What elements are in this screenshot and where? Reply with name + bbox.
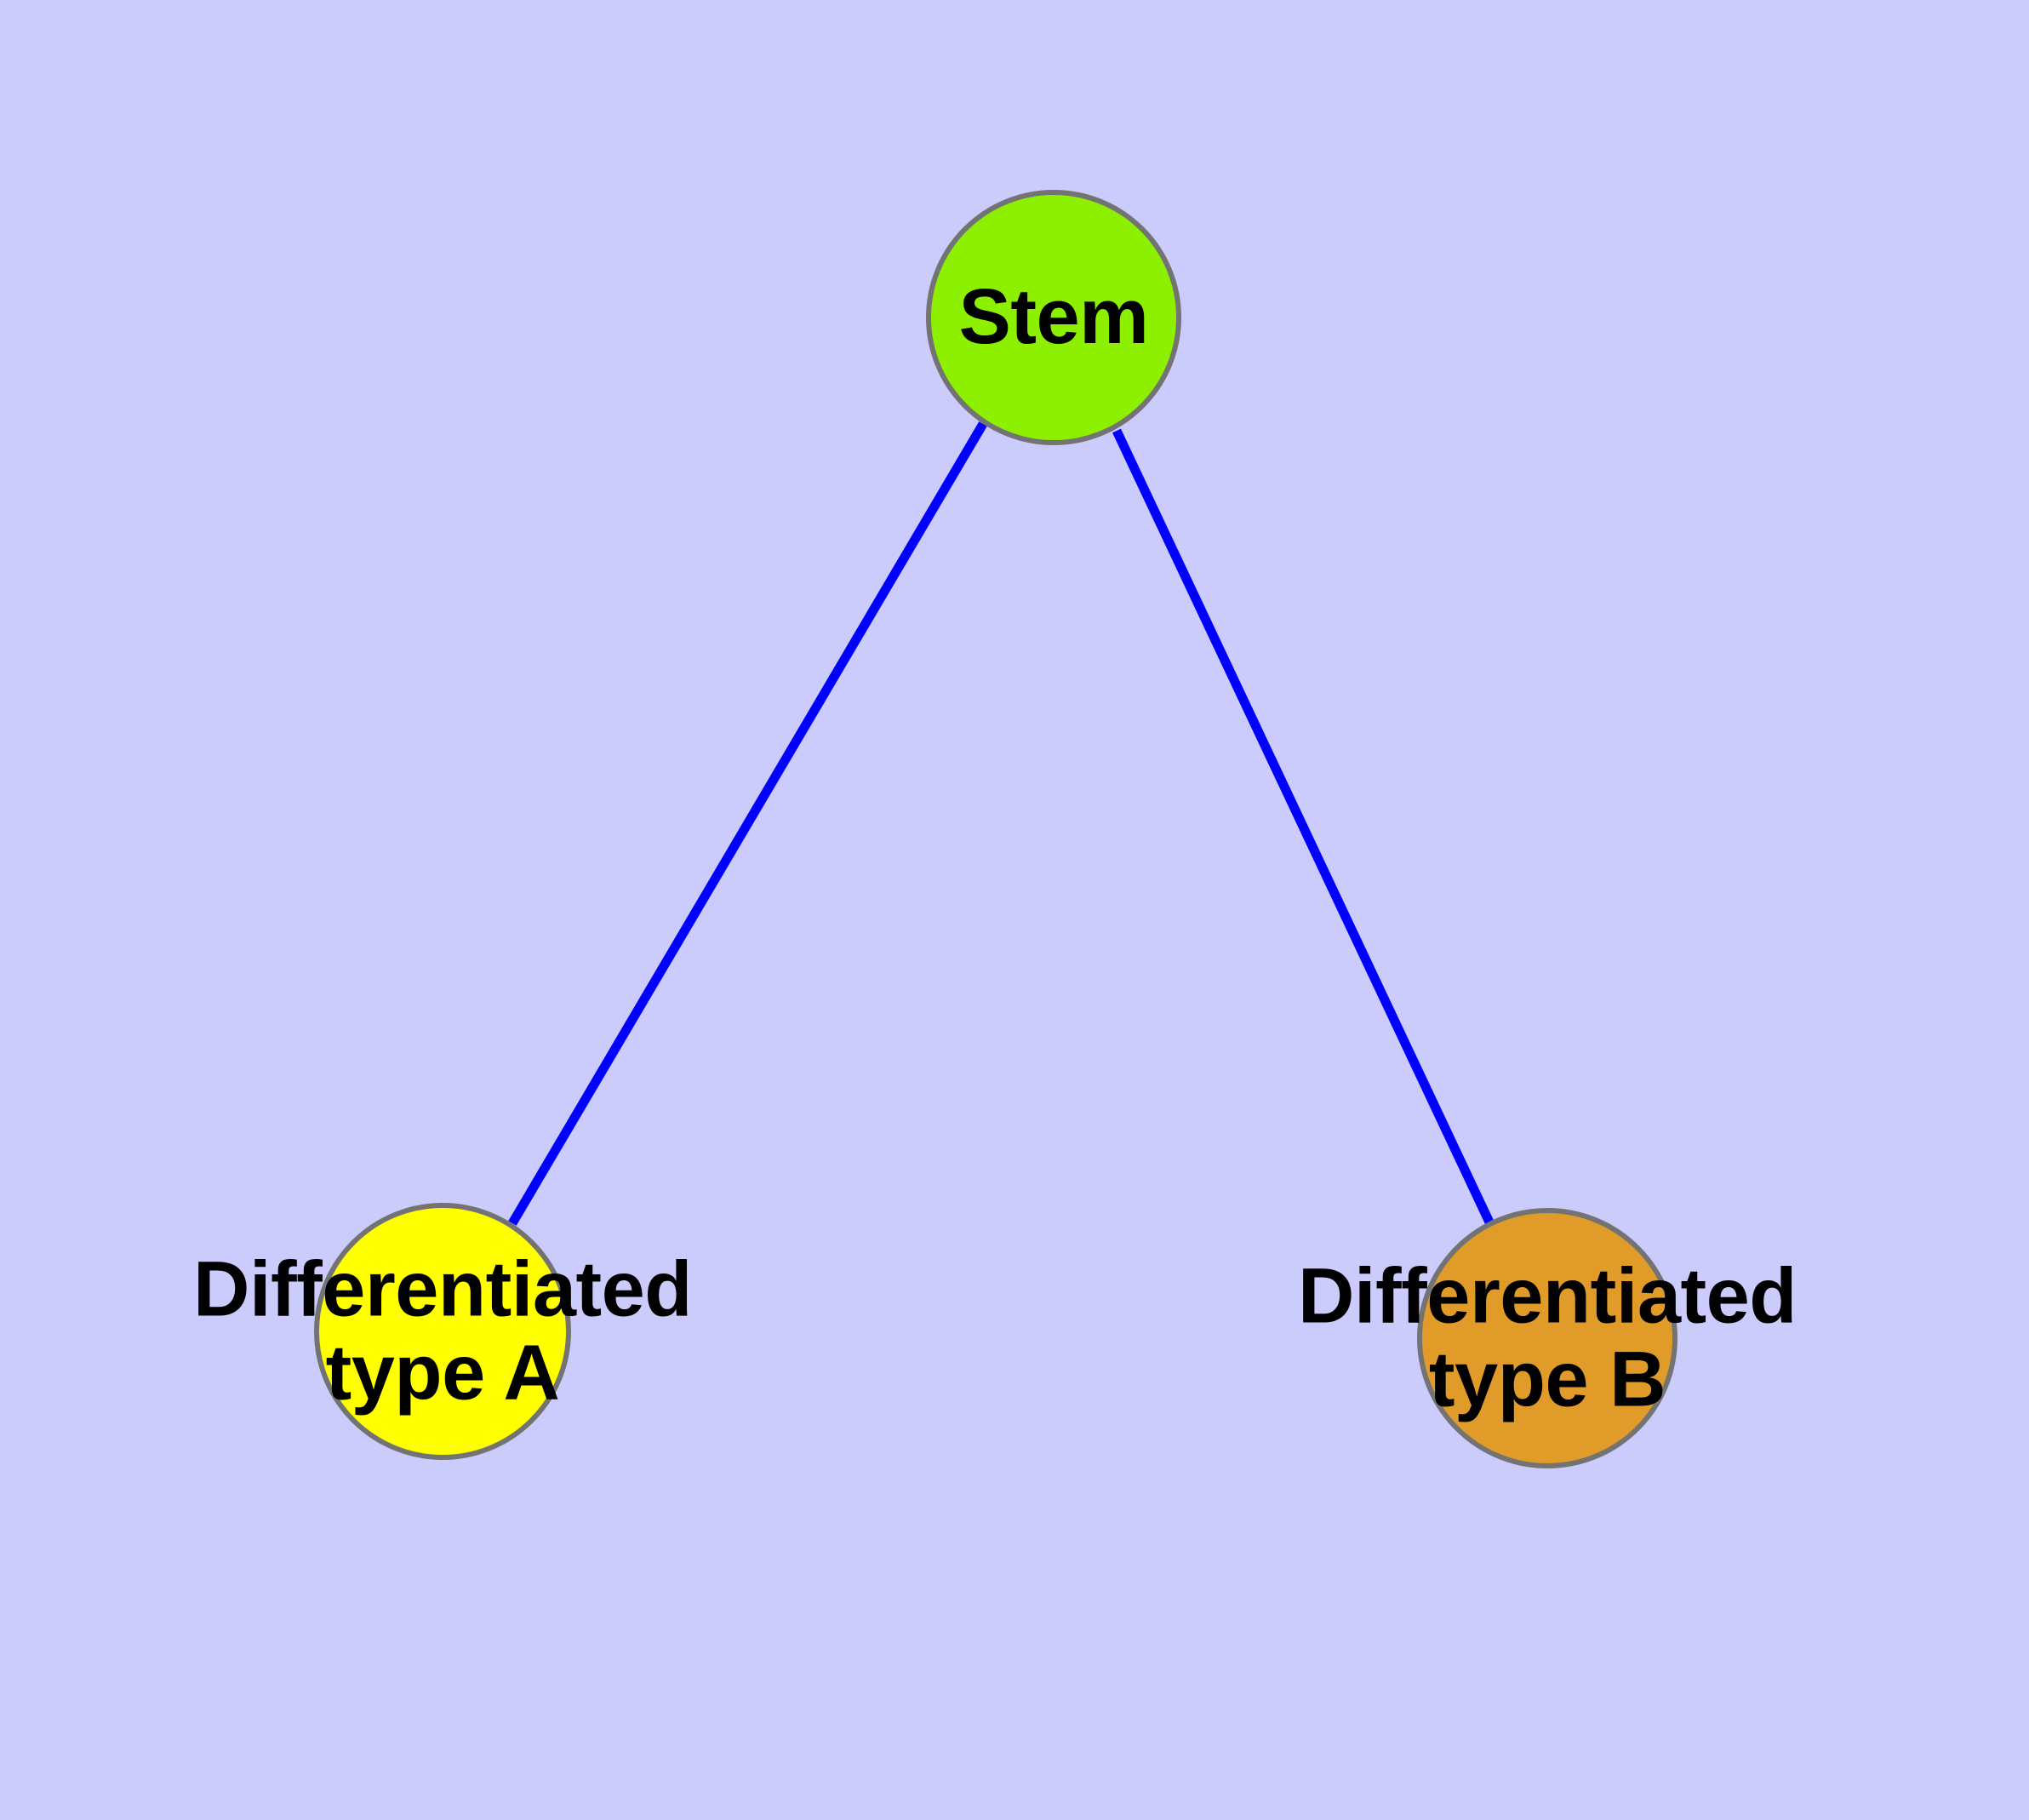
edge-stem-to-diff-a [508,421,987,1226]
node-stem[interactable] [926,190,1181,445]
node-diff-a[interactable] [314,1203,571,1460]
edge-layer [508,421,1495,1228]
node-diff-b[interactable] [1417,1208,1677,1468]
node-layer [314,190,1677,1468]
edge-stem-to-diff-b [1112,428,1495,1228]
